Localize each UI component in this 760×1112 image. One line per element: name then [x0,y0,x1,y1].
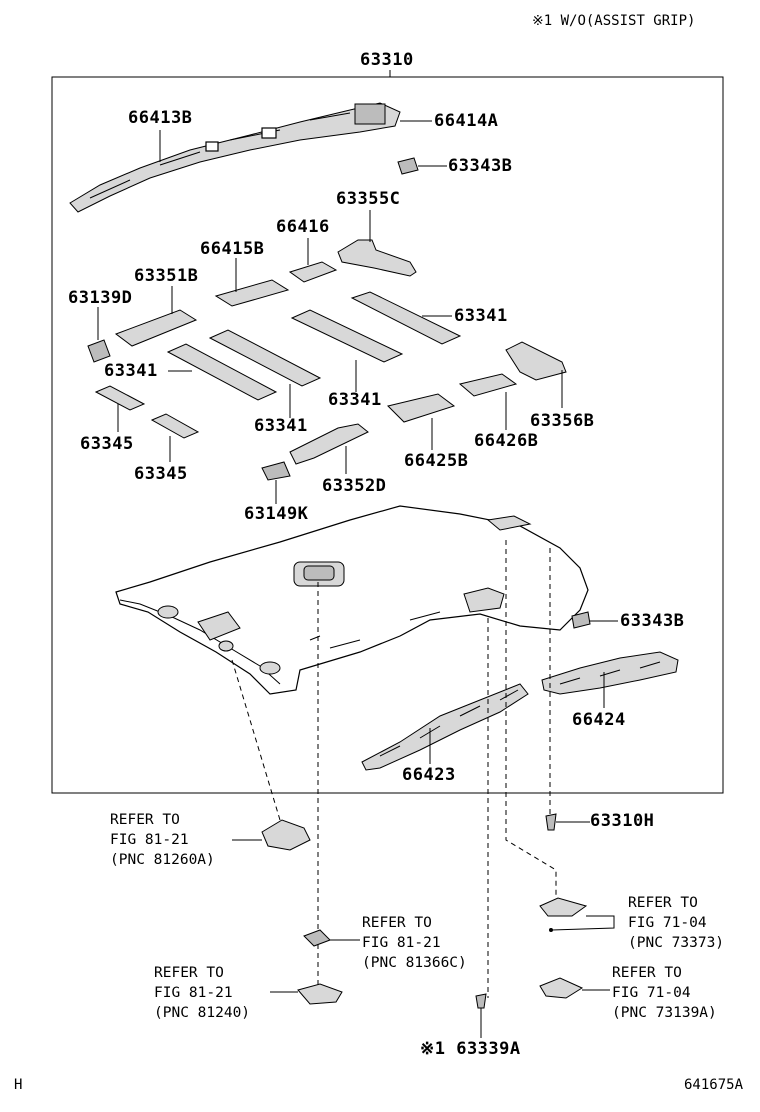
reference-73373: REFER TO FIG 71-04 (PNC 73373) [628,895,725,951]
reference-81240: REFER TO FIG 81-21 (PNC 81240) [154,965,251,1021]
part-63139D: 63139D [68,288,133,308]
assembly-frame [51,76,724,794]
part-63341-mid: 63341 [328,390,382,410]
part-63345-b: 63345 [134,464,188,484]
part-66416: 66416 [276,217,330,237]
part-63149K: 63149K [244,504,309,524]
assembly-label: 63310 [360,50,414,70]
reference-81366C: REFER TO FIG 81-21 (PNC 81366C) [362,915,467,971]
footer-left-code: H [14,1077,23,1093]
part-66424: 66424 [572,710,626,730]
part-63345-a: 63345 [80,434,134,454]
part-63355C: 63355C [336,189,401,209]
part-66425B: 66425B [404,451,469,471]
note-assist-grip: ※1 W/O(ASSIST GRIP) [532,13,696,29]
part-66415B: 66415B [200,239,265,259]
part-63343B-side: 63343B [620,611,685,631]
part-63351B: 63351B [134,266,199,286]
part-66423: 66423 [402,765,456,785]
part-63341-left: 63341 [104,361,158,381]
part-63343B-top: 63343B [448,156,513,176]
part-63352D: 63352D [322,476,387,496]
part-63310H: 63310H [590,811,655,831]
part-66413B: 66413B [128,108,193,128]
footer-figure-number: 641675A [684,1077,744,1093]
part-63341-bottom: 63341 [254,416,308,436]
part-63356B: 63356B [530,411,595,431]
part-63341-right: 63341 [454,306,508,326]
part-66426B: 66426B [474,431,539,451]
reference-81260A: REFER TO FIG 81-21 (PNC 81260A) [110,812,215,868]
headliner-body [115,505,589,695]
reference-73139A: REFER TO FIG 71-04 (PNC 73139A) [612,965,717,1021]
part-63339A: ※1 63339A [420,1039,521,1059]
rail-66413B-66414A [69,102,401,213]
part-66414A: 66414A [434,111,499,131]
